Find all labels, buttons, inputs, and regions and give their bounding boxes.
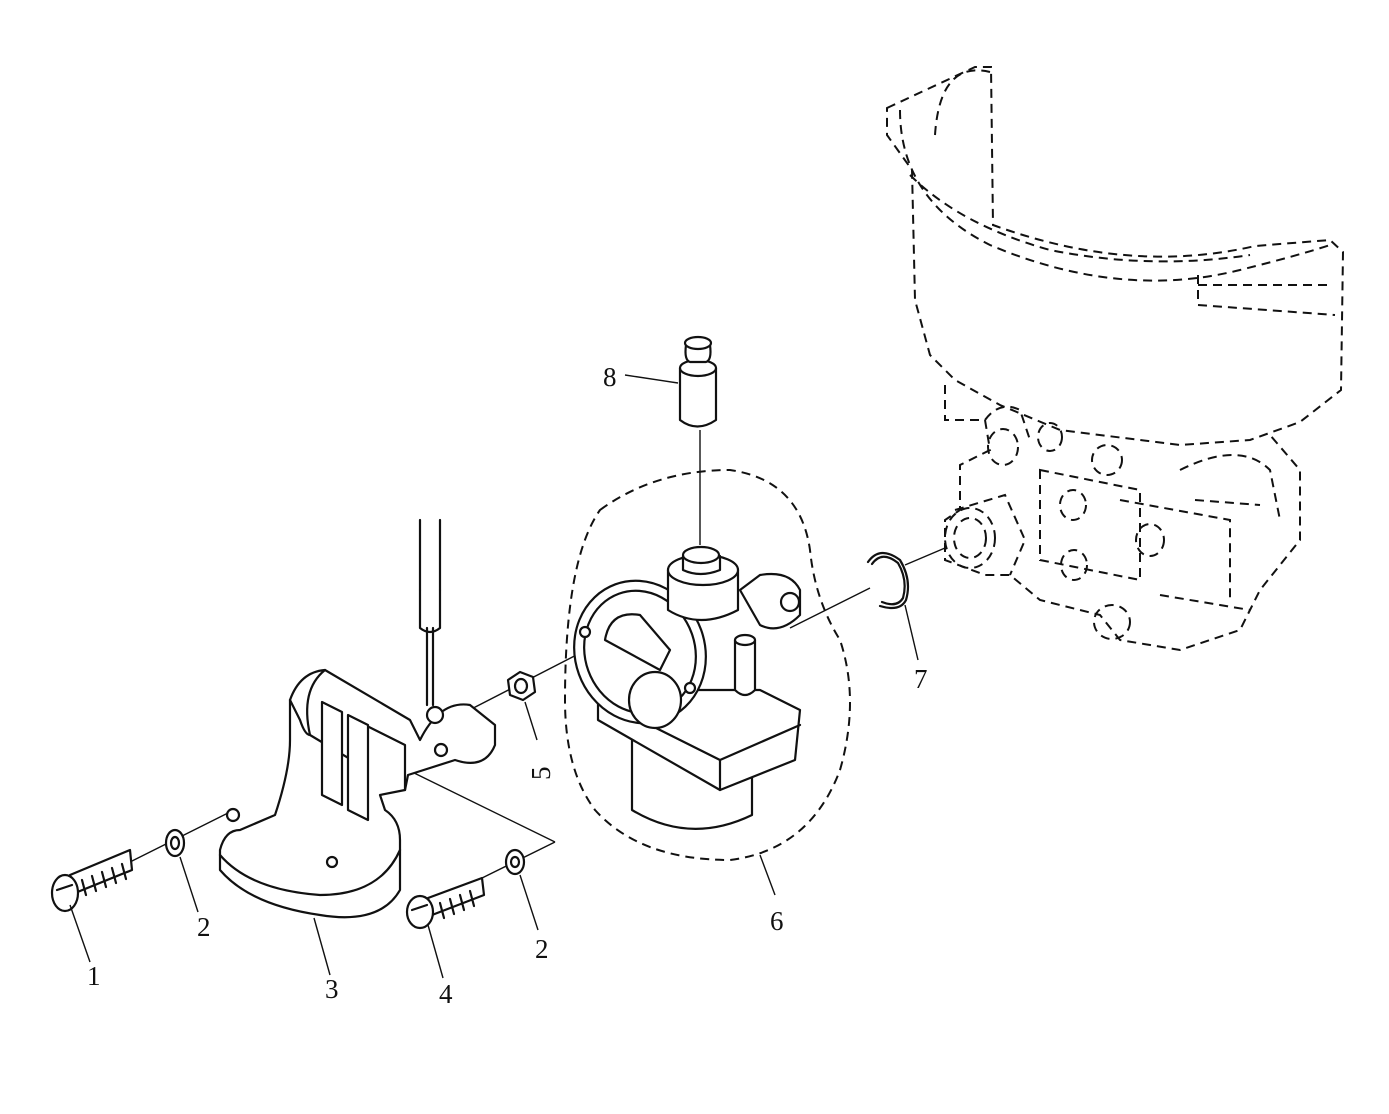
callout-5: 5 bbox=[526, 767, 556, 781]
part-screw-long bbox=[50, 848, 134, 913]
assembly-center-lines bbox=[129, 430, 946, 881]
part-carburetor bbox=[563, 468, 851, 862]
callout-2-right: 2 bbox=[535, 934, 549, 964]
part-washer-b bbox=[504, 848, 526, 876]
callout-labels: 1 2 3 4 2 5 6 7 8 bbox=[87, 362, 928, 1009]
part-nut bbox=[506, 670, 537, 702]
callout-2-left: 2 bbox=[197, 912, 211, 942]
callout-3: 3 bbox=[325, 974, 339, 1004]
part-ring bbox=[866, 551, 910, 610]
callout-8: 8 bbox=[603, 362, 617, 392]
callout-4: 4 bbox=[439, 979, 453, 1009]
part-screw-short bbox=[405, 876, 486, 930]
part-cover bbox=[218, 668, 497, 919]
callout-7: 7 bbox=[914, 664, 928, 694]
callout-1: 1 bbox=[87, 961, 101, 991]
part-washer-a bbox=[164, 828, 186, 858]
part-cap bbox=[678, 335, 718, 428]
engine-housing-phantom bbox=[886, 66, 1345, 652]
leader-lines bbox=[69, 374, 919, 979]
callout-6: 6 bbox=[770, 906, 784, 936]
